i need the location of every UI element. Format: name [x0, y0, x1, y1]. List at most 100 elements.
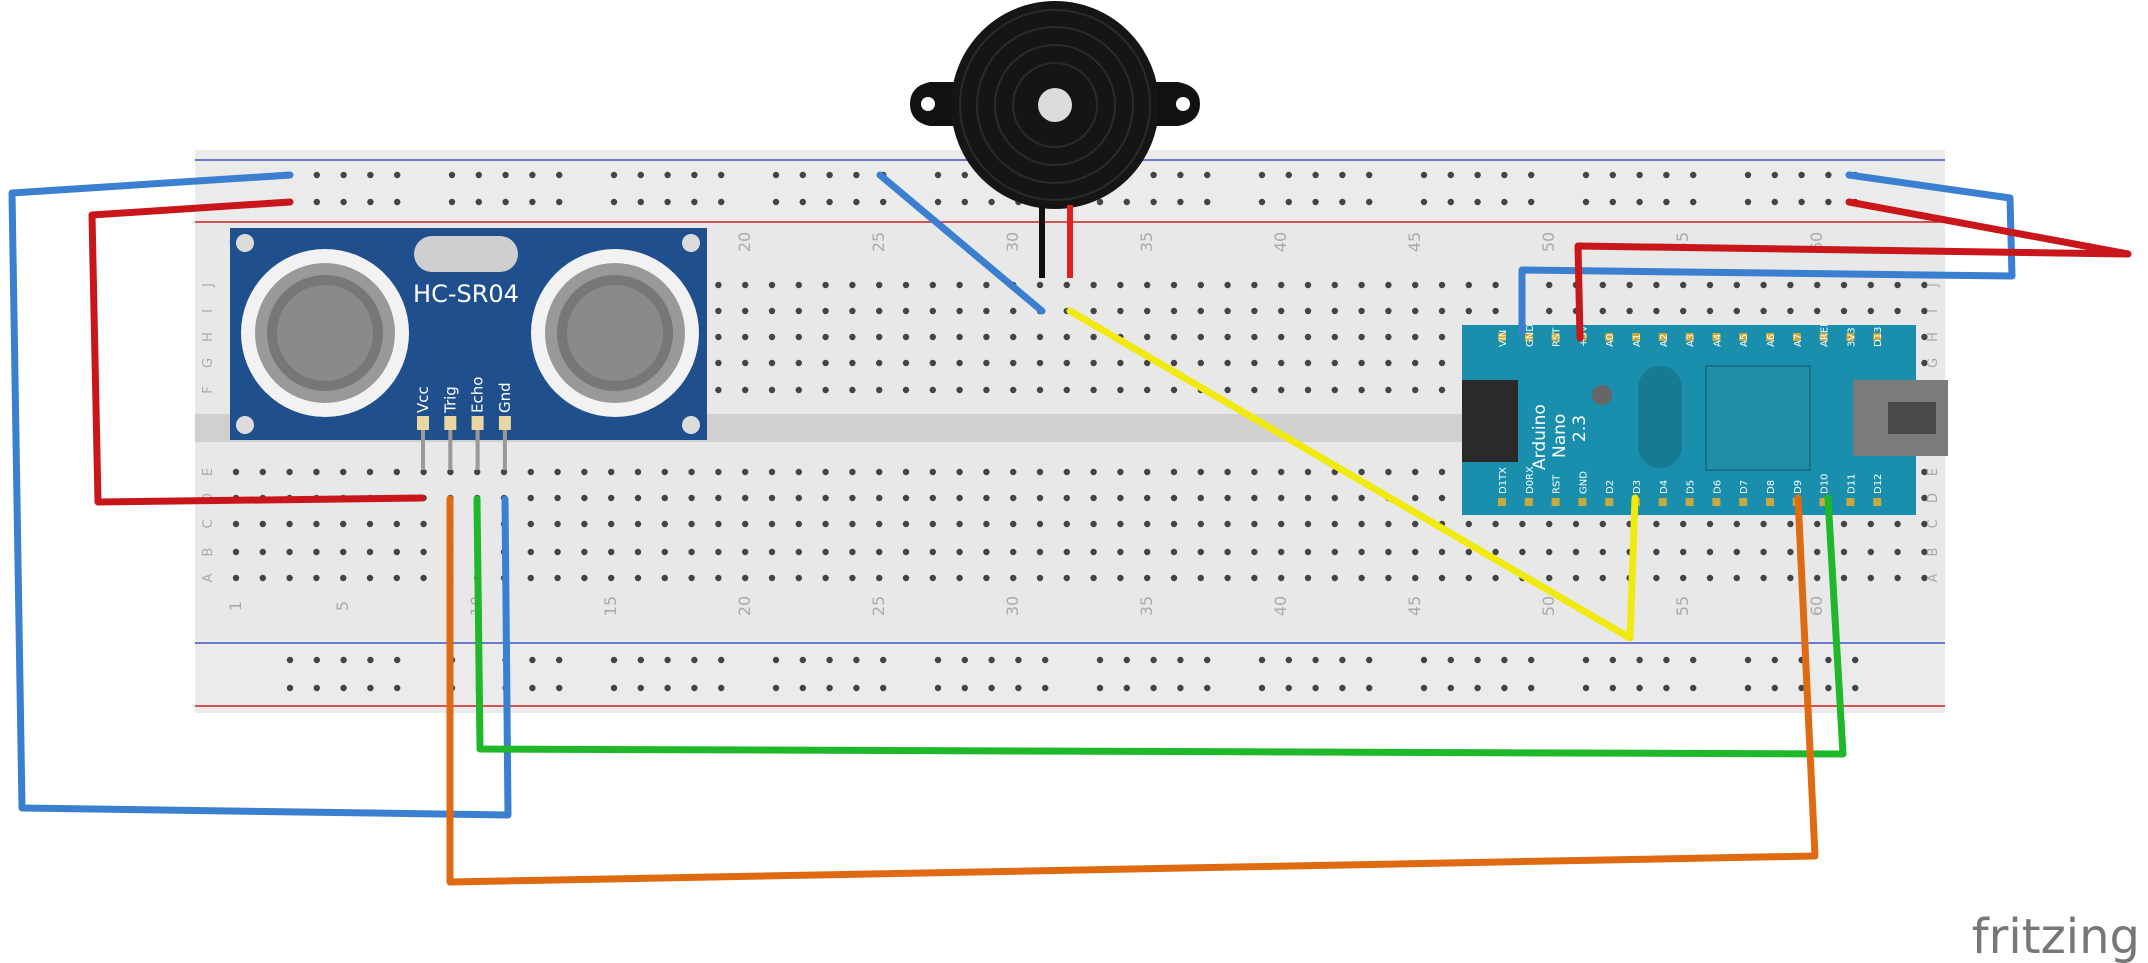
microcontroller-chip: [1705, 365, 1811, 471]
breadboard-hole: [688, 574, 695, 582]
rail-hole: [691, 684, 698, 692]
arduino-pin-label: D13: [1873, 327, 1884, 347]
breadboard-hole: [876, 333, 883, 341]
rail-hole: [799, 656, 806, 664]
rail-hole: [367, 198, 374, 206]
breadboard-hole: [822, 359, 829, 367]
breadboard-hole: [849, 386, 856, 394]
breadboard-hole: [1385, 386, 1392, 394]
breadboard-hole: [742, 494, 749, 502]
sensor-pin-label: Vcc: [414, 386, 432, 413]
breadboard-hole: [474, 468, 481, 476]
rail-hole: [1501, 171, 1508, 179]
rail-hole: [1312, 198, 1319, 206]
breadboard-hole: [1170, 359, 1178, 367]
rail-hole: [1609, 656, 1617, 664]
rail-hole: [529, 656, 536, 664]
breadboard-hole: [1224, 359, 1231, 367]
breadboard-hole: [1063, 359, 1071, 367]
rail-hole: [799, 684, 806, 692]
rail-hole: [1420, 656, 1428, 664]
breadboard-hole: [768, 359, 776, 367]
breadboard-hole: [1760, 281, 1767, 289]
breadboard-hole: [1170, 494, 1178, 502]
breadboard-hole: [313, 548, 320, 556]
breadboard-hole: [983, 333, 990, 341]
breadboard-hole: [1385, 574, 1392, 582]
breadboard-hole: [1063, 333, 1071, 341]
breadboard-hole: [1090, 468, 1097, 476]
rail-hole: [1474, 198, 1481, 206]
breadboard-hole: [259, 520, 266, 528]
rail-hole: [1609, 684, 1617, 692]
rail-hole: [1447, 171, 1455, 179]
rail-hole: [1312, 171, 1319, 179]
rail-hole: [1420, 684, 1428, 692]
rail-hole: [988, 198, 995, 206]
breadboard-hole: [1653, 520, 1660, 528]
rail-hole: [853, 198, 860, 206]
breadboard-hole: [1170, 281, 1178, 289]
breadboard-hole: [1331, 333, 1339, 341]
bottom-power-rail: [195, 640, 1945, 713]
rail-hole: [826, 171, 833, 179]
sensor-mount-hole: [236, 234, 254, 252]
breadboard-hole: [983, 468, 990, 476]
breadboard-hole: [715, 494, 722, 502]
breadboard-hole: [768, 386, 776, 394]
breadboard-hole: [822, 520, 829, 528]
breadboard-hole: [1653, 574, 1660, 582]
breadboard-hole: [554, 494, 561, 502]
rail-hole: [691, 198, 698, 206]
breadboard-hole: [902, 520, 910, 528]
breadboard-hole: [1170, 520, 1178, 528]
arduino-pin: [1846, 498, 1855, 506]
arduino-pin: [1712, 498, 1721, 506]
rail-hole: [1582, 171, 1590, 179]
rail-hole: [880, 656, 887, 664]
rail-hole: [1771, 684, 1779, 692]
breadboard-hole: [795, 468, 802, 476]
rail-hole: [1285, 656, 1293, 664]
breadboard-hole: [1626, 281, 1633, 289]
breadboard-hole: [232, 548, 240, 556]
rail-hole: [718, 656, 725, 664]
arduino-pin-label: D1TX: [1498, 467, 1509, 494]
arduino-pin: [1498, 333, 1506, 341]
breadboard-hole: [1278, 548, 1285, 556]
breadboard-hole: [1412, 386, 1419, 394]
arduino-pin-label: D0RX: [1525, 466, 1536, 494]
breadboard-hole: [1733, 520, 1741, 528]
breadboard-hole: [1063, 520, 1071, 528]
breadboard-hole: [1144, 307, 1151, 315]
rail-hole: [826, 656, 833, 664]
reset-button: [1592, 385, 1612, 405]
breadboard-hole: [1438, 468, 1446, 476]
breadboard-hole: [1680, 307, 1687, 315]
wires: [8, 171, 2132, 886]
arduino-pin-label: A6: [1766, 334, 1777, 347]
breadboard-hole: [1706, 574, 1714, 582]
rail-hole: [394, 171, 401, 179]
breadboard-hole: [1787, 281, 1794, 289]
rail-hole: [313, 684, 320, 692]
breadboard-hole: [1224, 386, 1231, 394]
rail-hole: [1366, 198, 1373, 206]
breadboard-hole: [1331, 307, 1339, 315]
transducer-left: [241, 249, 409, 417]
arduino-pin: [1739, 498, 1748, 506]
breadboard-hole: [1733, 574, 1741, 582]
arduino-pin-label: D5: [1686, 480, 1697, 494]
rail-hole: [988, 656, 995, 664]
breadboard-hole: [1304, 386, 1312, 394]
breadboard-hole: [1760, 307, 1767, 315]
breadboard-hole: [393, 574, 400, 582]
breadboard-hole: [1412, 494, 1419, 502]
breadboard-hole: [1733, 548, 1741, 556]
breadboard-hole: [1760, 548, 1767, 556]
breadboard-hole: [929, 494, 936, 502]
arduino-pin-label: AREF: [1820, 321, 1831, 347]
rail-hole: [1204, 684, 1211, 692]
breadboard-hole: [983, 359, 990, 367]
